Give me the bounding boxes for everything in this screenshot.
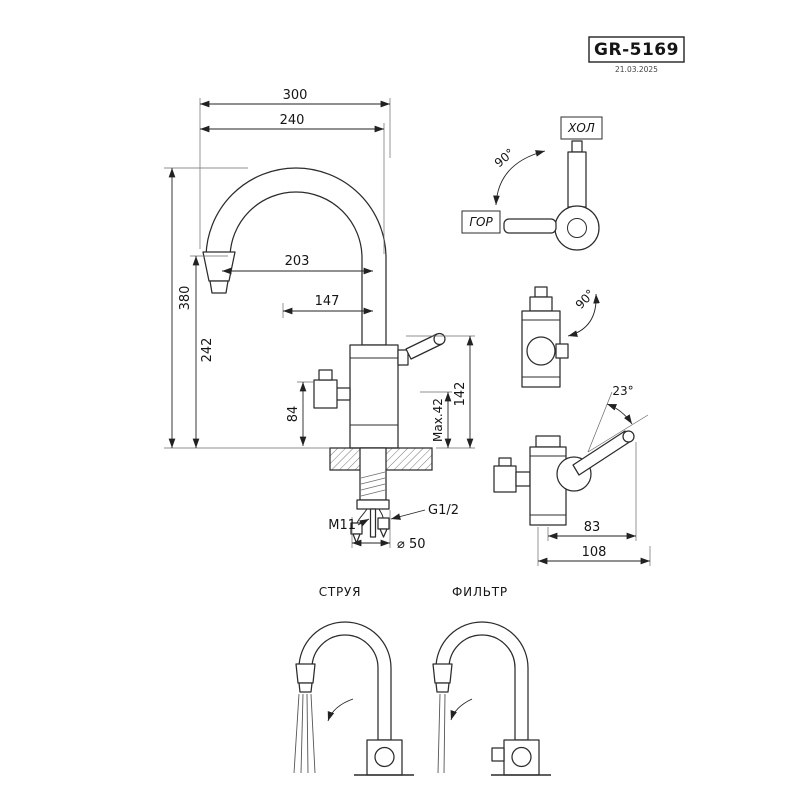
valve-rotation-arc — [567, 293, 600, 337]
stream-spout — [298, 621, 392, 741]
m11-label: M11 — [328, 518, 356, 533]
valve-rotation-view: 90° — [521, 286, 600, 388]
dim-max42-label: Max.42 — [431, 398, 445, 442]
thread-ticks — [360, 471, 386, 497]
dim-242-label: 242 — [200, 338, 215, 363]
filter-valve-stem — [335, 387, 351, 401]
valve-handle-stub — [555, 343, 569, 359]
filter-handle — [511, 746, 532, 768]
main-view — [202, 167, 446, 544]
dim-84-label: 84 — [286, 406, 301, 423]
valve-top-cap — [529, 296, 553, 312]
mixer-lever-tip — [433, 332, 446, 346]
side-body-cap — [535, 435, 561, 448]
lever-connector — [397, 349, 409, 366]
extension-lines — [164, 98, 475, 548]
hose-left — [356, 508, 368, 524]
lever-angle-view: 23° 83 108 — [493, 384, 651, 566]
valve-handle — [526, 336, 556, 366]
filter-valve-body — [313, 379, 338, 409]
stream-direction-arrow — [327, 698, 354, 722]
hot-label: ГОР — [469, 215, 493, 229]
d50-label: ⌀ 50 — [397, 537, 426, 552]
hose-right — [378, 508, 384, 519]
g12-leader — [390, 509, 426, 520]
body-top — [554, 205, 600, 251]
g12-label: G1/2 — [428, 503, 459, 518]
mounting-stud — [369, 508, 377, 538]
title-box — [588, 36, 685, 63]
dim-300-label: 300 — [283, 88, 308, 103]
m11-leader — [357, 518, 370, 527]
spout-top-cap — [571, 140, 583, 153]
side-body — [529, 446, 567, 526]
spout-outline — [205, 167, 387, 346]
main-view-dimensions: 300 240 380 242 203 147 84 Max.42 142 G1… — [164, 88, 475, 552]
dim-142-label: 142 — [453, 382, 468, 407]
valve-angle-label: 90° — [573, 287, 598, 312]
filter-valve-knob — [318, 369, 333, 381]
top-view: ХОЛ ГОР 90° — [461, 116, 603, 251]
dim-380-label: 380 — [178, 286, 193, 311]
threaded-shank — [359, 447, 387, 501]
dim-203-label: 203 — [285, 254, 310, 269]
spray-lines — [293, 693, 316, 774]
stream-mode-view: СТРУЯ — [293, 585, 414, 776]
title-block: GR-5169 21.03.2025 — [588, 36, 685, 74]
spout-top — [567, 151, 587, 208]
stream-mode-label: СТРУЯ — [319, 585, 362, 599]
filter-mode-label: ФИЛЬТР — [452, 585, 508, 599]
dim-240-label: 240 — [280, 113, 305, 128]
valve-top-knob — [534, 286, 548, 298]
filter-spout — [435, 621, 529, 741]
mounting-nut — [356, 499, 390, 510]
tilted-lever-tip — [622, 430, 635, 443]
dim-108-label: 108 — [582, 545, 607, 560]
hose-right-connector — [377, 517, 390, 530]
cold-label: ХОЛ — [567, 121, 595, 135]
filter-side-valve — [491, 747, 505, 762]
side-filter-valve — [493, 465, 517, 493]
tilted-lever — [572, 430, 632, 476]
filter-mode-view: ФИЛЬТР — [432, 585, 551, 776]
lever-angle-arc — [606, 403, 633, 425]
lever-angle-label: 23° — [612, 384, 633, 398]
dim-83-label: 83 — [584, 520, 601, 535]
dim-147-label: 147 — [315, 294, 340, 309]
hot-label-box — [461, 210, 501, 234]
drawing-date: 21.03.2025 — [615, 65, 658, 74]
filter-direction-arrow — [450, 698, 473, 721]
faucet-body — [349, 344, 399, 449]
filter-stream-lines — [437, 693, 446, 774]
stream-handle — [374, 746, 395, 768]
spout-aerator — [209, 280, 229, 294]
model-number: GR-5169 — [594, 40, 679, 60]
cold-label-box — [560, 116, 603, 140]
rotation-arc — [493, 150, 546, 206]
lever-top — [503, 218, 557, 234]
